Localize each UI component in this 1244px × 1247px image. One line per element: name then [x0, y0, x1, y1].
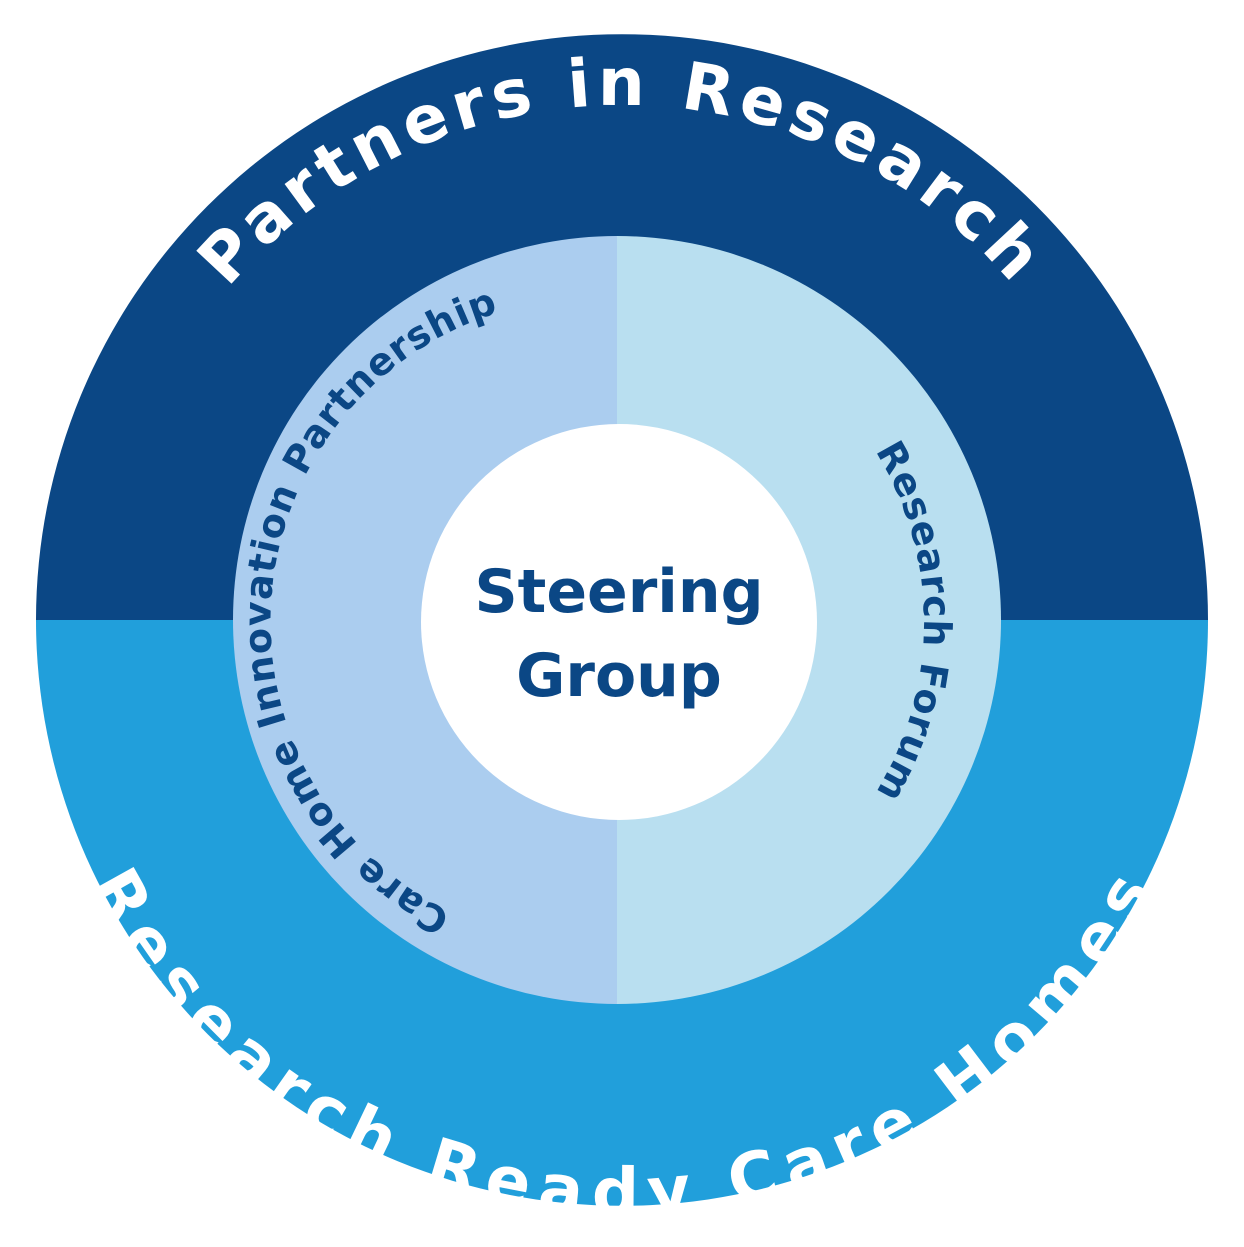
center-circle	[421, 424, 817, 820]
center-label-line1: Steering	[474, 557, 763, 627]
center-label-line2: Group	[516, 641, 722, 711]
